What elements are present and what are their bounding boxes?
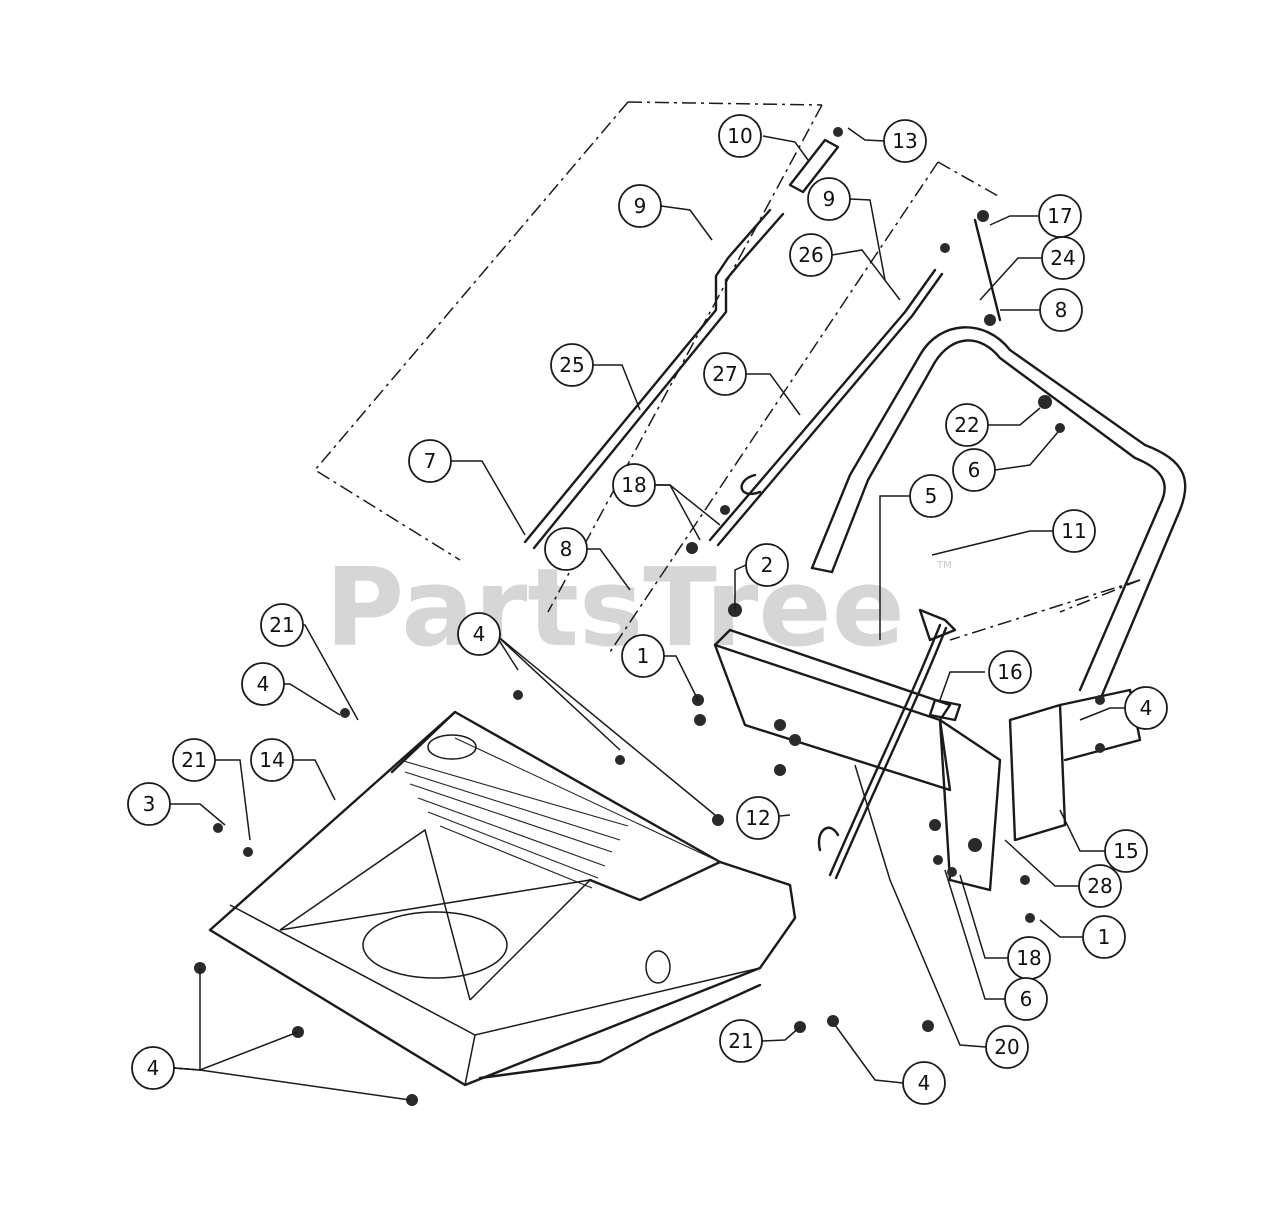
callout-5: 5 <box>909 474 953 518</box>
svg-text:2: 2 <box>761 553 774 577</box>
svg-text:18: 18 <box>621 473 646 497</box>
svg-text:4: 4 <box>473 622 486 646</box>
callout-20: 20 <box>985 1025 1029 1069</box>
svg-text:28: 28 <box>1087 874 1112 898</box>
callouts: 10 13 9 9 17 26 24 8 25 27 22 6 7 18 5 1… <box>127 114 1168 1105</box>
callout-12: 12 <box>736 796 780 840</box>
bracket-assembly <box>692 628 1142 923</box>
svg-text:6: 6 <box>968 458 981 482</box>
callout-1: 1 <box>1082 915 1126 959</box>
callout-18: 18 <box>612 463 656 507</box>
callout-17: 17 <box>1038 194 1082 238</box>
svg-text:15: 15 <box>1113 839 1138 863</box>
callout-4: 4 <box>457 612 501 656</box>
callout-4: 4 <box>1124 686 1168 730</box>
svg-text:11: 11 <box>1061 519 1086 543</box>
callout-9: 9 <box>807 177 851 221</box>
callout-21: 21 <box>260 603 304 647</box>
watermark-trademark: TM <box>936 560 952 571</box>
callout-8: 8 <box>544 527 588 571</box>
svg-text:4: 4 <box>147 1056 160 1080</box>
svg-text:18: 18 <box>1016 946 1041 970</box>
svg-text:9: 9 <box>634 194 647 218</box>
svg-text:21: 21 <box>728 1029 753 1053</box>
svg-text:10: 10 <box>727 124 752 148</box>
group-boundaries <box>313 101 1141 653</box>
callout-4: 4 <box>241 662 285 706</box>
svg-text:25: 25 <box>559 353 584 377</box>
svg-text:27: 27 <box>712 362 737 386</box>
callout-6: 6 <box>1004 977 1048 1021</box>
svg-text:8: 8 <box>560 537 573 561</box>
svg-text:26: 26 <box>798 243 823 267</box>
svg-text:4: 4 <box>918 1071 931 1095</box>
svg-text:7: 7 <box>424 449 437 473</box>
callout-21: 21 <box>719 1019 763 1063</box>
callout-1: 1 <box>621 634 665 678</box>
callout-21: 21 <box>172 738 216 782</box>
callout-11: 11 <box>1052 509 1096 553</box>
svg-text:6: 6 <box>1020 987 1033 1011</box>
svg-text:21: 21 <box>181 748 206 772</box>
svg-text:13: 13 <box>892 129 917 153</box>
cable <box>817 608 962 880</box>
callout-26: 26 <box>789 233 833 277</box>
callout-3: 3 <box>127 782 171 826</box>
leader-lines <box>170 127 1125 1101</box>
svg-text:16: 16 <box>997 660 1022 684</box>
svg-text:17: 17 <box>1047 204 1072 228</box>
watermark: PartsTree <box>325 546 905 671</box>
lift-handle-assembly <box>523 127 1065 617</box>
svg-text:1: 1 <box>637 644 650 668</box>
svg-text:14: 14 <box>259 748 284 772</box>
callout-25: 25 <box>550 343 594 387</box>
callout-10: 10 <box>718 114 762 158</box>
svg-text:5: 5 <box>925 484 938 508</box>
callout-2: 2 <box>745 543 789 587</box>
callout-15: 15 <box>1104 829 1148 873</box>
svg-text:22: 22 <box>954 413 979 437</box>
svg-text:20: 20 <box>994 1035 1019 1059</box>
callout-24: 24 <box>1041 236 1085 280</box>
callout-13: 13 <box>883 119 927 163</box>
callout-7: 7 <box>408 439 452 483</box>
hood <box>194 690 934 1106</box>
callout-4: 4 <box>902 1061 946 1105</box>
svg-text:4: 4 <box>257 672 270 696</box>
svg-text:3: 3 <box>143 792 156 816</box>
callout-14: 14 <box>250 738 294 782</box>
callout-28: 28 <box>1078 864 1122 908</box>
callout-27: 27 <box>703 352 747 396</box>
svg-text:24: 24 <box>1050 246 1075 270</box>
callout-16: 16 <box>988 650 1032 694</box>
frame-tube <box>810 326 1187 702</box>
callout-8: 8 <box>1039 288 1083 332</box>
svg-text:12: 12 <box>745 806 770 830</box>
svg-text:4: 4 <box>1140 696 1153 720</box>
callout-18: 18 <box>1007 936 1051 980</box>
svg-text:9: 9 <box>823 187 836 211</box>
svg-text:8: 8 <box>1055 298 1068 322</box>
callout-4: 4 <box>131 1046 175 1090</box>
svg-text:1: 1 <box>1098 925 1111 949</box>
callout-6: 6 <box>952 448 996 492</box>
callout-22: 22 <box>945 403 989 447</box>
svg-text:21: 21 <box>269 613 294 637</box>
callout-9: 9 <box>618 184 662 228</box>
